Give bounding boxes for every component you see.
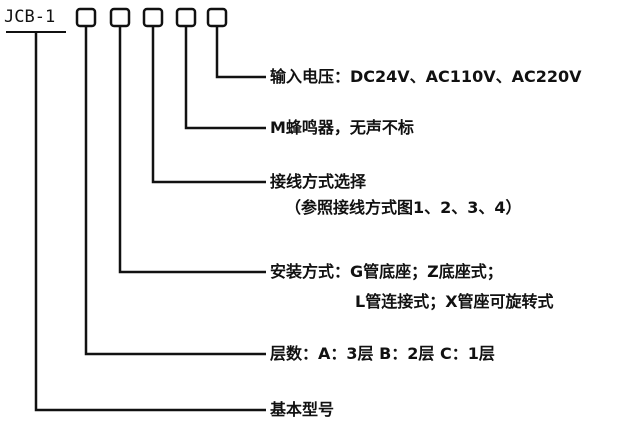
code-box-5: [206, 7, 228, 28]
leader-layers: [84, 26, 266, 356]
leader-base-model: [34, 32, 266, 412]
label-voltage: 输入电压：DC24V、AC110V、AC220V: [270, 67, 582, 86]
model-code: JCB-1: [4, 7, 55, 27]
label-mount: 安装方式：G管底座；Z底座式；: [270, 262, 503, 281]
code-box-2: [109, 7, 131, 28]
label-layers: 层数：A：3层 B：2层 C：1层: [270, 344, 495, 363]
leader-wiring: [151, 26, 266, 184]
code-box-4: [175, 7, 197, 28]
code-box-3: [142, 7, 164, 28]
leader-voltage: [215, 26, 266, 79]
label-wiring: 接线方式选择: [270, 172, 367, 191]
leader-buzzer: [184, 26, 266, 130]
label-wiring-note: （参照接线方式图1、2、3、4）: [285, 198, 522, 217]
label-mount-cont: L管连接式；X管座可旋转式: [355, 292, 554, 311]
label-buzzer: M蜂鸣器，无声不标: [270, 118, 414, 137]
code-box-1: [75, 7, 97, 28]
label-base-model: 基本型号: [270, 400, 335, 419]
leader-mount: [118, 26, 266, 274]
